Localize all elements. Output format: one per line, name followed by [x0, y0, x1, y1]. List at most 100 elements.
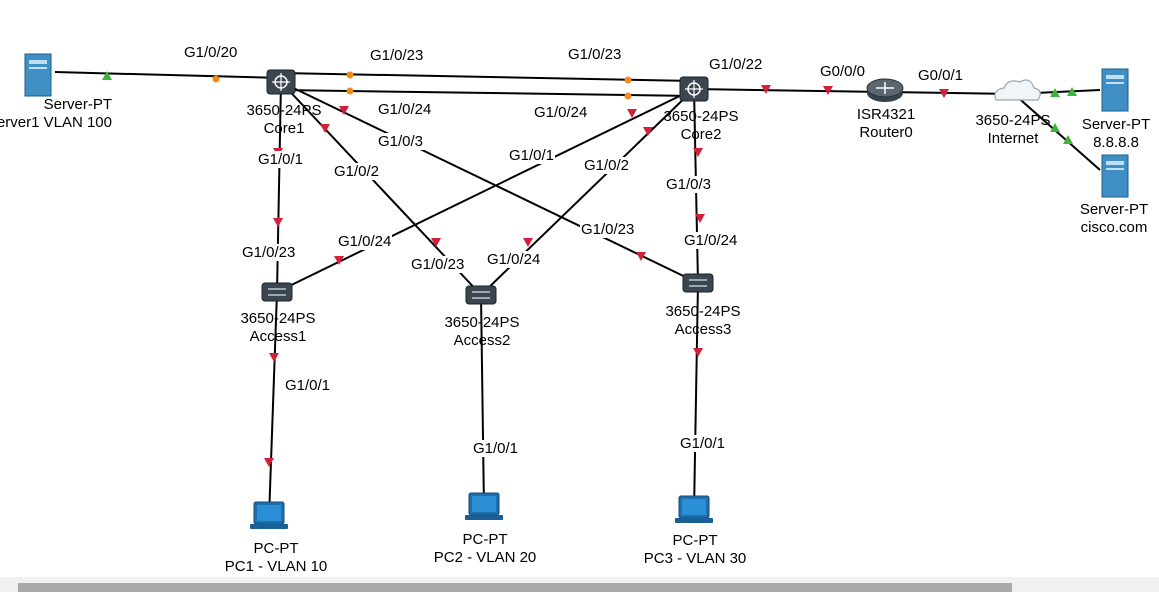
port-status-down-icon [627, 109, 637, 118]
port-label: G1/0/23 [410, 256, 466, 273]
port-label: G1/0/23 [567, 46, 623, 63]
link-core2-access1[interactable] [276, 88, 695, 293]
device-model: Server-PT [1081, 116, 1151, 133]
device-model: 3650-24PS [444, 314, 520, 331]
cloud-icon[interactable] [994, 79, 1041, 101]
link-access1-pc1[interactable] [268, 291, 278, 519]
port-status-blocking-icon [624, 92, 632, 100]
port-label: G1/0/23 [580, 221, 636, 238]
device-caption-server1: Server-PTServer1 VLAN 100 [0, 96, 112, 132]
device-model: 3650-24PS [246, 102, 322, 119]
port-status-blocking-icon [212, 75, 220, 83]
port-status-up-icon [1050, 123, 1060, 132]
device-model: Server-PT [43, 96, 112, 113]
port-status-down-icon [823, 86, 833, 95]
device-model: 3650-24PS [663, 108, 739, 125]
device-name: 8.8.8.8 [1093, 134, 1139, 151]
port-status-down-icon [334, 256, 344, 265]
port-label: G1/0/23 [369, 47, 425, 64]
multilayer-switch-icon[interactable] [266, 69, 296, 95]
port-label: G1/0/24 [486, 251, 542, 268]
server-icon[interactable] [1101, 68, 1129, 112]
port-status-down-icon [695, 214, 705, 223]
link-server1-core1[interactable] [54, 71, 282, 79]
device-name: PC3 - VLAN 30 [643, 550, 747, 567]
port-label: G1/0/24 [337, 233, 393, 250]
port-label: G0/0/0 [819, 63, 867, 80]
port-status-down-icon [339, 106, 349, 115]
port-label: G1/0/2 [333, 163, 381, 180]
device-name: Router0 [859, 124, 913, 141]
device-name: cisco.com [1080, 219, 1148, 236]
port-status-down-icon [269, 353, 279, 362]
device-name: Access1 [249, 328, 307, 345]
port-status-down-icon [761, 85, 771, 94]
device-model: 3650-24PS [975, 112, 1051, 129]
port-status-up-icon [1063, 135, 1073, 144]
switch-icon[interactable] [682, 273, 714, 293]
link-core1-core2[interactable] [280, 72, 695, 82]
port-status-down-icon [693, 348, 703, 357]
laptop-icon[interactable] [675, 495, 713, 523]
link-core1-core2[interactable] [280, 89, 695, 97]
laptop-icon[interactable] [250, 501, 288, 529]
port-status-down-icon [939, 89, 949, 98]
link-core2-router0[interactable] [693, 88, 886, 93]
port-label: G1/0/20 [183, 44, 239, 61]
device-name: Internet [987, 130, 1039, 147]
port-label: G1/0/24 [533, 104, 589, 121]
switch-icon[interactable] [261, 282, 293, 302]
port-label: G1/0/1 [472, 440, 520, 457]
port-status-blocking-icon [624, 76, 632, 84]
device-model: 3650-24PS [240, 310, 316, 327]
server-icon[interactable] [1101, 154, 1129, 198]
link-access2-pc2[interactable] [480, 294, 485, 510]
port-label: G1/0/23 [241, 244, 297, 261]
device-name: Core2 [680, 126, 722, 143]
horizontal-scrollbar[interactable] [0, 577, 1159, 592]
link-access3-pc3[interactable] [693, 282, 699, 513]
port-label: G1/0/1 [679, 435, 727, 452]
laptop-icon[interactable] [465, 492, 503, 520]
port-label: G1/0/24 [683, 232, 739, 249]
link-core1-access3[interactable] [280, 81, 699, 284]
scrollbar-thumb[interactable] [18, 583, 1012, 592]
server-icon[interactable] [24, 53, 52, 97]
port-status-down-icon [320, 124, 330, 133]
device-name: Access3 [674, 321, 732, 338]
device-model: PC-PT [253, 540, 299, 557]
device-name: PC1 - VLAN 10 [224, 558, 328, 575]
port-status-up-icon [1067, 87, 1077, 96]
device-model: Server-PT [1079, 201, 1149, 218]
switch-icon[interactable] [465, 285, 497, 305]
port-status-up-icon [102, 71, 112, 80]
router-icon[interactable] [866, 78, 904, 102]
port-label: G1/0/1 [284, 377, 332, 394]
port-label: G1/0/2 [583, 157, 631, 174]
device-model: 3650-24PS [665, 303, 741, 320]
multilayer-switch-icon[interactable] [679, 76, 709, 102]
device-model: PC-PT [672, 532, 718, 549]
device-name: PC2 - VLAN 20 [433, 549, 537, 566]
port-status-down-icon [273, 218, 283, 227]
port-label: G0/0/1 [917, 67, 965, 84]
port-label: G1/0/3 [665, 176, 713, 193]
port-status-blocking-icon [346, 71, 354, 79]
port-status-up-icon [1050, 88, 1060, 97]
link-router0-internet[interactable] [884, 91, 1015, 95]
port-label: G1/0/1 [257, 151, 305, 168]
device-name: Server1 VLAN 100 [0, 114, 112, 131]
device-name: Access2 [453, 332, 511, 349]
port-status-down-icon [523, 238, 533, 247]
